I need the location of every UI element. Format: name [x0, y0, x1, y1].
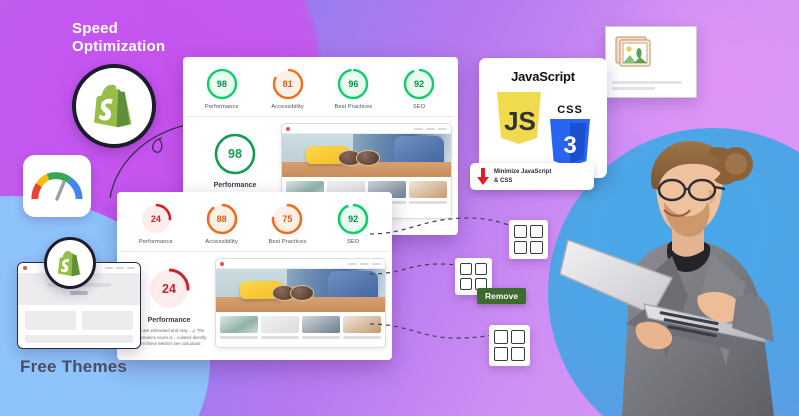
score-ring-seo: 92 — [402, 67, 436, 101]
svg-text:JS: JS — [504, 106, 536, 136]
javascript-css-card: JavaScript JS CSS 3 — [479, 58, 607, 178]
lighthouse-panel-unoptimized: 24 Performance 88 Accessibility — [117, 192, 392, 360]
remove-button[interactable]: Remove — [477, 288, 527, 304]
score-best-practices: 96 Best Practices — [326, 67, 380, 110]
panel-divider — [121, 251, 388, 252]
preview-thumbnail — [220, 316, 258, 339]
preview-thumbnail — [343, 316, 381, 339]
preview-hero-image — [216, 269, 385, 312]
image-card-lines — [612, 81, 690, 90]
wireframe-footer — [25, 335, 133, 343]
featured-note-bottom: ...es are estimated and may ...y. The pe… — [131, 328, 207, 347]
shopify-logo-badge-small — [44, 237, 96, 289]
pagespeed-gauge-card — [23, 155, 91, 217]
score-performance-low: 24 Performance — [129, 202, 183, 245]
score-ring-performance-low: 24 — [139, 202, 173, 236]
pagespeed-gauge-icon — [31, 172, 83, 201]
featured-label-bottom: Performance — [147, 317, 191, 324]
panel-body-bottom: 24 Performance ...es are estimated and m… — [117, 252, 392, 348]
score-ring-accessibility: 81 — [271, 67, 305, 101]
preview-hero-image — [282, 134, 451, 177]
arrow-down-icon — [477, 167, 489, 185]
score-ring-seo-low: 92 — [336, 202, 370, 236]
wireframe-brand-dot — [23, 266, 27, 270]
preview-thumbnail — [409, 181, 447, 204]
speed-optimization-title: Speed Optimization — [72, 20, 165, 55]
free-theme-wireframe-card — [17, 262, 141, 349]
preview-nav — [414, 127, 447, 130]
featured-value-bottom: 24 — [162, 282, 176, 296]
score-accessibility-low: 88 Accessibility — [195, 202, 249, 245]
preview-brand-dot — [220, 261, 224, 266]
preview-thumbnail — [261, 316, 299, 339]
preview-browser-bar — [282, 124, 451, 134]
score-ring-best-practices-low: 75 — [270, 202, 304, 236]
featured-metric-top: 98 Performance — [189, 123, 281, 219]
speed-optimization-line-2: Optimization — [72, 37, 166, 55]
featured-ring-top: 98 — [212, 131, 258, 177]
preview-thumbnail — [302, 316, 340, 339]
image-optimization-card — [605, 26, 697, 98]
javascript-logo: JS — [493, 90, 545, 151]
minimize-tag-line-2: & CSS — [494, 177, 513, 184]
score-row-top: 98 Performance 81 Accessibility — [183, 57, 458, 116]
score-ring-accessibility-low: 88 — [205, 202, 239, 236]
score-value-best-practices: 96 — [348, 79, 359, 89]
preview-nav — [348, 262, 381, 265]
svg-text:3: 3 — [563, 132, 576, 159]
score-label-accessibility-low: Accessibility — [205, 239, 238, 245]
minimize-tag-line-1: Minimize JavaScript — [494, 168, 552, 175]
score-value-accessibility-low: 88 — [216, 214, 227, 224]
shopify-bag-icon — [58, 250, 81, 276]
minimize-tag-text: Minimize JavaScript & CSS — [494, 168, 551, 185]
featured-label-top: Performance — [213, 182, 257, 189]
score-seo-low: 92 SEO — [326, 202, 380, 245]
wireframe-nav — [105, 267, 135, 269]
score-label-performance-low: Performance — [139, 239, 173, 245]
score-value-accessibility: 81 — [282, 79, 293, 89]
curved-arrow-icon — [109, 123, 191, 199]
minimize-js-css-tag: Minimize JavaScript & CSS — [470, 163, 594, 190]
featured-value-top: 98 — [228, 147, 242, 161]
javascript-title: JavaScript — [511, 69, 575, 84]
score-label-best-practices: Best Practices — [334, 104, 373, 110]
score-label-seo-low: SEO — [346, 239, 360, 245]
score-seo: 92 SEO — [392, 67, 446, 110]
score-best-practices-low: 75 Best Practices — [260, 202, 314, 245]
score-label-performance: Performance — [205, 104, 239, 110]
store-preview-bottom — [215, 258, 386, 348]
score-value-performance: 98 — [216, 79, 227, 89]
image-placeholder-icon — [615, 36, 651, 67]
preview-brand-dot — [286, 126, 290, 131]
featured-ring-bottom: 24 — [146, 266, 192, 312]
score-ring-best-practices: 96 — [336, 67, 370, 101]
score-label-best-practices-low: Best Practices — [268, 239, 307, 245]
featured-metric-bottom: 24 Performance ...es are estimated and m… — [123, 258, 215, 348]
preview-thumbnails — [216, 312, 385, 343]
shopify-logo-badge — [72, 64, 156, 148]
score-value-seo-low: 92 — [348, 214, 359, 224]
shopify-bag-icon — [94, 85, 132, 128]
panel-divider — [187, 116, 454, 117]
person-with-laptop-illustration — [560, 140, 774, 416]
score-label-accessibility: Accessibility — [271, 104, 304, 110]
preview-browser-bar — [216, 259, 385, 269]
app-tile[interactable] — [509, 220, 548, 259]
score-ring-performance: 98 — [205, 67, 239, 101]
dashed-connector-lines — [369, 217, 514, 339]
css-label: CSS — [557, 104, 583, 116]
score-accessibility: 81 Accessibility — [261, 67, 315, 110]
tech-logos: JS CSS 3 — [479, 90, 607, 172]
wireframe-columns — [18, 305, 140, 330]
score-label-seo: SEO — [412, 104, 426, 110]
score-value-seo: 92 — [414, 79, 425, 89]
score-value-performance-low: 24 — [150, 214, 161, 224]
free-themes-title: Free Themes — [20, 357, 128, 376]
speed-optimization-line-1: Speed — [72, 20, 119, 37]
css-logo: CSS 3 — [547, 104, 593, 172]
app-tile[interactable] — [489, 325, 530, 366]
score-value-best-practices-low: 75 — [282, 214, 293, 224]
score-performance: 98 Performance — [195, 67, 249, 110]
score-row-bottom: 24 Performance 88 Accessibility — [117, 192, 392, 251]
